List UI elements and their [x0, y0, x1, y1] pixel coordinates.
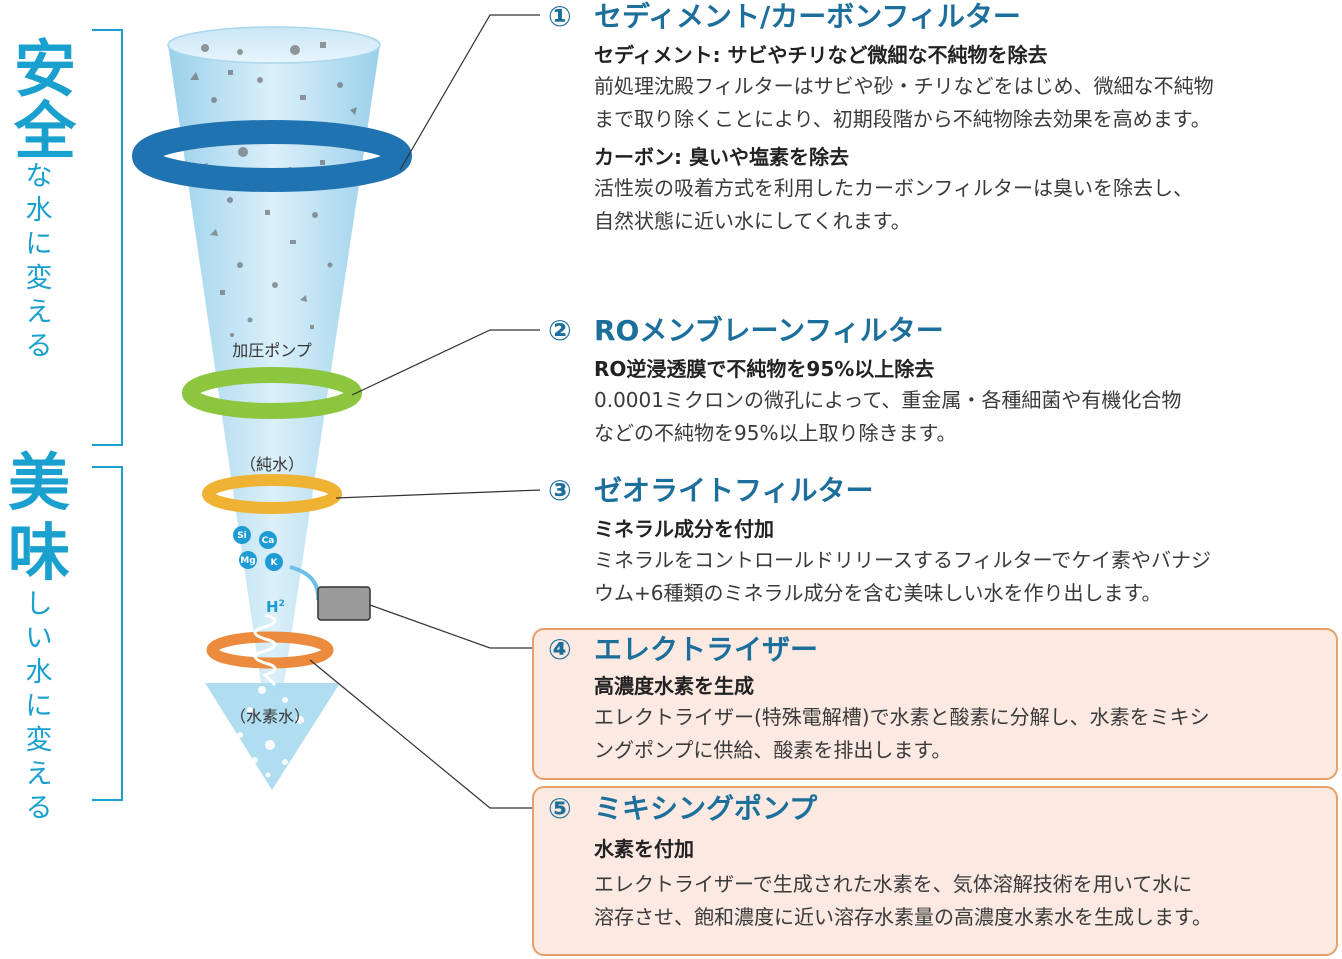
funnel-arrowhead	[205, 683, 340, 790]
section-title-text: エレクトライザー	[594, 633, 819, 666]
section-sediment-carbon: ① セディメント/カーボンフィルター セディメント: サビやチリなど微細な不純物を…	[548, 0, 1338, 238]
side-label-safe-char: に	[25, 229, 53, 260]
bracket-bottom	[92, 466, 123, 801]
section-number: ⑤	[548, 792, 572, 825]
funnel-top	[167, 26, 381, 64]
body-line: 活性炭の吸着方式を利用したカーボンフィルターは臭いを除去し、	[594, 176, 1193, 200]
side-label-tasty-char: 変	[25, 725, 53, 756]
side-label-safe-char: な	[25, 161, 53, 192]
side-label-tasty-char: に	[25, 691, 53, 722]
ion-k: K	[271, 558, 279, 568]
section-title-text: セディメント/カーボンフィルター	[594, 0, 1021, 33]
section-title: ③ ゼオライトフィルター	[548, 472, 1338, 510]
section-title: ② ROメンブレーンフィルター	[548, 312, 1338, 350]
side-label-tasty-char: え	[25, 759, 53, 790]
side-label-safe-char: 変	[25, 263, 53, 294]
section-title-text: ROメンブレーンフィルター	[594, 314, 944, 347]
ring-zeolite	[202, 474, 342, 514]
section-number: ③	[548, 474, 572, 507]
body-line: 前処理沈殿フィルターはサビや砂・チリなどをはじめ、微細な不純物	[594, 74, 1214, 98]
side-label-tasty-big: 美	[7, 446, 70, 519]
section-subtitle: ミネラル成分を付加	[594, 517, 774, 541]
leader-lines	[309, 14, 540, 809]
section-title-text: ゼオライトフィルター	[594, 474, 874, 507]
filter-funnel-diagram: Si Ca Mg K 加圧ポンプ （純水） （水素水） H2	[92, 14, 540, 809]
section-body: エレクトライザーで生成された水素を、気体溶解技術を用いて水に 溶存させ、飽和濃度…	[594, 868, 1336, 934]
hydrogen-water-label: （水素水）	[230, 707, 310, 726]
section-body: ミネラルをコントロールドリリースするフィルターでケイ素やバナジ ウム+6種類のミ…	[594, 544, 1338, 610]
section-number: ①	[548, 0, 572, 33]
ion-si: Si	[237, 531, 247, 541]
section-electrolyzer: ④ エレクトライザー 高濃度水素を生成 エレクトライザー(特殊電解槽)で水素と酸素…	[532, 628, 1338, 780]
side-label-tasty-char: し	[25, 589, 53, 620]
section-subtitle: カーボン: 臭いや塩素を除去	[594, 145, 849, 169]
side-label-tasty-big: 味	[7, 516, 70, 589]
section-number: ④	[548, 633, 572, 666]
section-subtitle: 高濃度水素を生成	[594, 674, 754, 698]
side-label-tasty: 美 味 し い 水 に 変 え る	[0, 448, 78, 826]
ring-sediment-carbon	[132, 120, 412, 192]
section-body: 前処理沈殿フィルターはサビや砂・チリなどをはじめ、微細な不純物 まで取り除くこと…	[594, 70, 1338, 136]
section-title-text: ミキシングポンプ	[594, 792, 818, 825]
ion-mg: Mg	[240, 556, 255, 566]
body-line: エレクトライザー(特殊電解槽)で水素と酸素に分解し、水素をミキシ	[594, 705, 1210, 729]
body-line: まで取り除くことにより、初期段階から不純物除去効果を高めます。	[594, 107, 1211, 131]
debris-particles	[190, 42, 357, 337]
body-line: 溶存させ、飽和濃度に近い溶存水素量の高濃度水素水を生成します。	[594, 905, 1212, 929]
section-subtitle: セディメント: サビやチリなど微細な不純物を除去	[594, 43, 1048, 67]
body-line: ミネラルをコントロールドリリースするフィルターでケイ素やバナジ	[594, 548, 1211, 572]
body-line: ウム+6種類のミネラル成分を含む美味しい水を作り出します。	[594, 581, 1162, 605]
section-title: ⑤ ミキシングポンプ	[548, 790, 1336, 828]
side-label-safe: 安全 な 水 に 変 え る	[0, 36, 78, 364]
mineral-ions: Si Ca Mg K	[233, 526, 283, 571]
side-label-safe-char: る	[25, 331, 53, 362]
section-title: ④ エレクトライザー	[548, 631, 1336, 669]
side-label-safe-big: 安全	[3, 36, 76, 160]
section-subtitle: RO逆浸透膜で不純物を95%以上除去	[594, 357, 935, 381]
hydrogen-bubbles	[237, 686, 304, 778]
section-ro-membrane: ② ROメンブレーンフィルター RO逆浸透膜で不純物を95%以上除去 0.0001…	[548, 312, 1338, 450]
section-title: ① セディメント/カーボンフィルター	[548, 0, 1338, 36]
side-label-tasty-char: 水	[25, 657, 53, 688]
ring-ro-membrane	[182, 367, 362, 419]
side-label-safe-char: え	[25, 297, 53, 328]
section-body: 0.0001ミクロンの微孔によって、重金属・各種細菌や有機化合物 などの不純物を…	[594, 384, 1338, 450]
side-label-tasty-char: る	[25, 793, 53, 824]
section-body: 活性炭の吸着方式を利用したカーボンフィルターは臭いを除去し、 自然状態に近い水に…	[594, 172, 1338, 238]
h2-label: H2	[266, 598, 285, 616]
hydrogen-coil	[253, 613, 277, 687]
body-line: などの不純物を95%以上取り除きます。	[594, 421, 957, 445]
section-body: エレクトライザー(特殊電解槽)で水素と酸素に分解し、水素をミキシ ングポンプに供…	[594, 701, 1336, 767]
pump-label: 加圧ポンプ	[232, 341, 312, 360]
side-label-safe-char: 水	[25, 195, 53, 226]
body-line: 0.0001ミクロンの微孔によって、重金属・各種細菌や有機化合物	[594, 388, 1182, 412]
electrolyzer-box	[317, 586, 371, 621]
section-zeolite: ③ ゼオライトフィルター ミネラル成分を付加 ミネラルをコントロールドリリースする…	[548, 472, 1338, 610]
pure-water-label: （純水）	[240, 455, 304, 474]
body-line: エレクトライザーで生成された水素を、気体溶解技術を用いて水に	[594, 872, 1193, 896]
section-number: ②	[548, 314, 572, 347]
section-subtitle: 水素を付加	[594, 837, 694, 861]
body-line: ングポンプに供給、酸素を排出します。	[594, 738, 952, 762]
side-label-tasty-char: い	[25, 623, 53, 654]
ion-ca: Ca	[262, 536, 275, 546]
body-line: 自然状態に近い水にしてくれます。	[594, 209, 911, 233]
section-mixing-pump: ⑤ ミキシングポンプ 水素を付加 エレクトライザーで生成された水素を、気体溶解技術…	[532, 786, 1338, 956]
bracket-top	[92, 29, 123, 446]
